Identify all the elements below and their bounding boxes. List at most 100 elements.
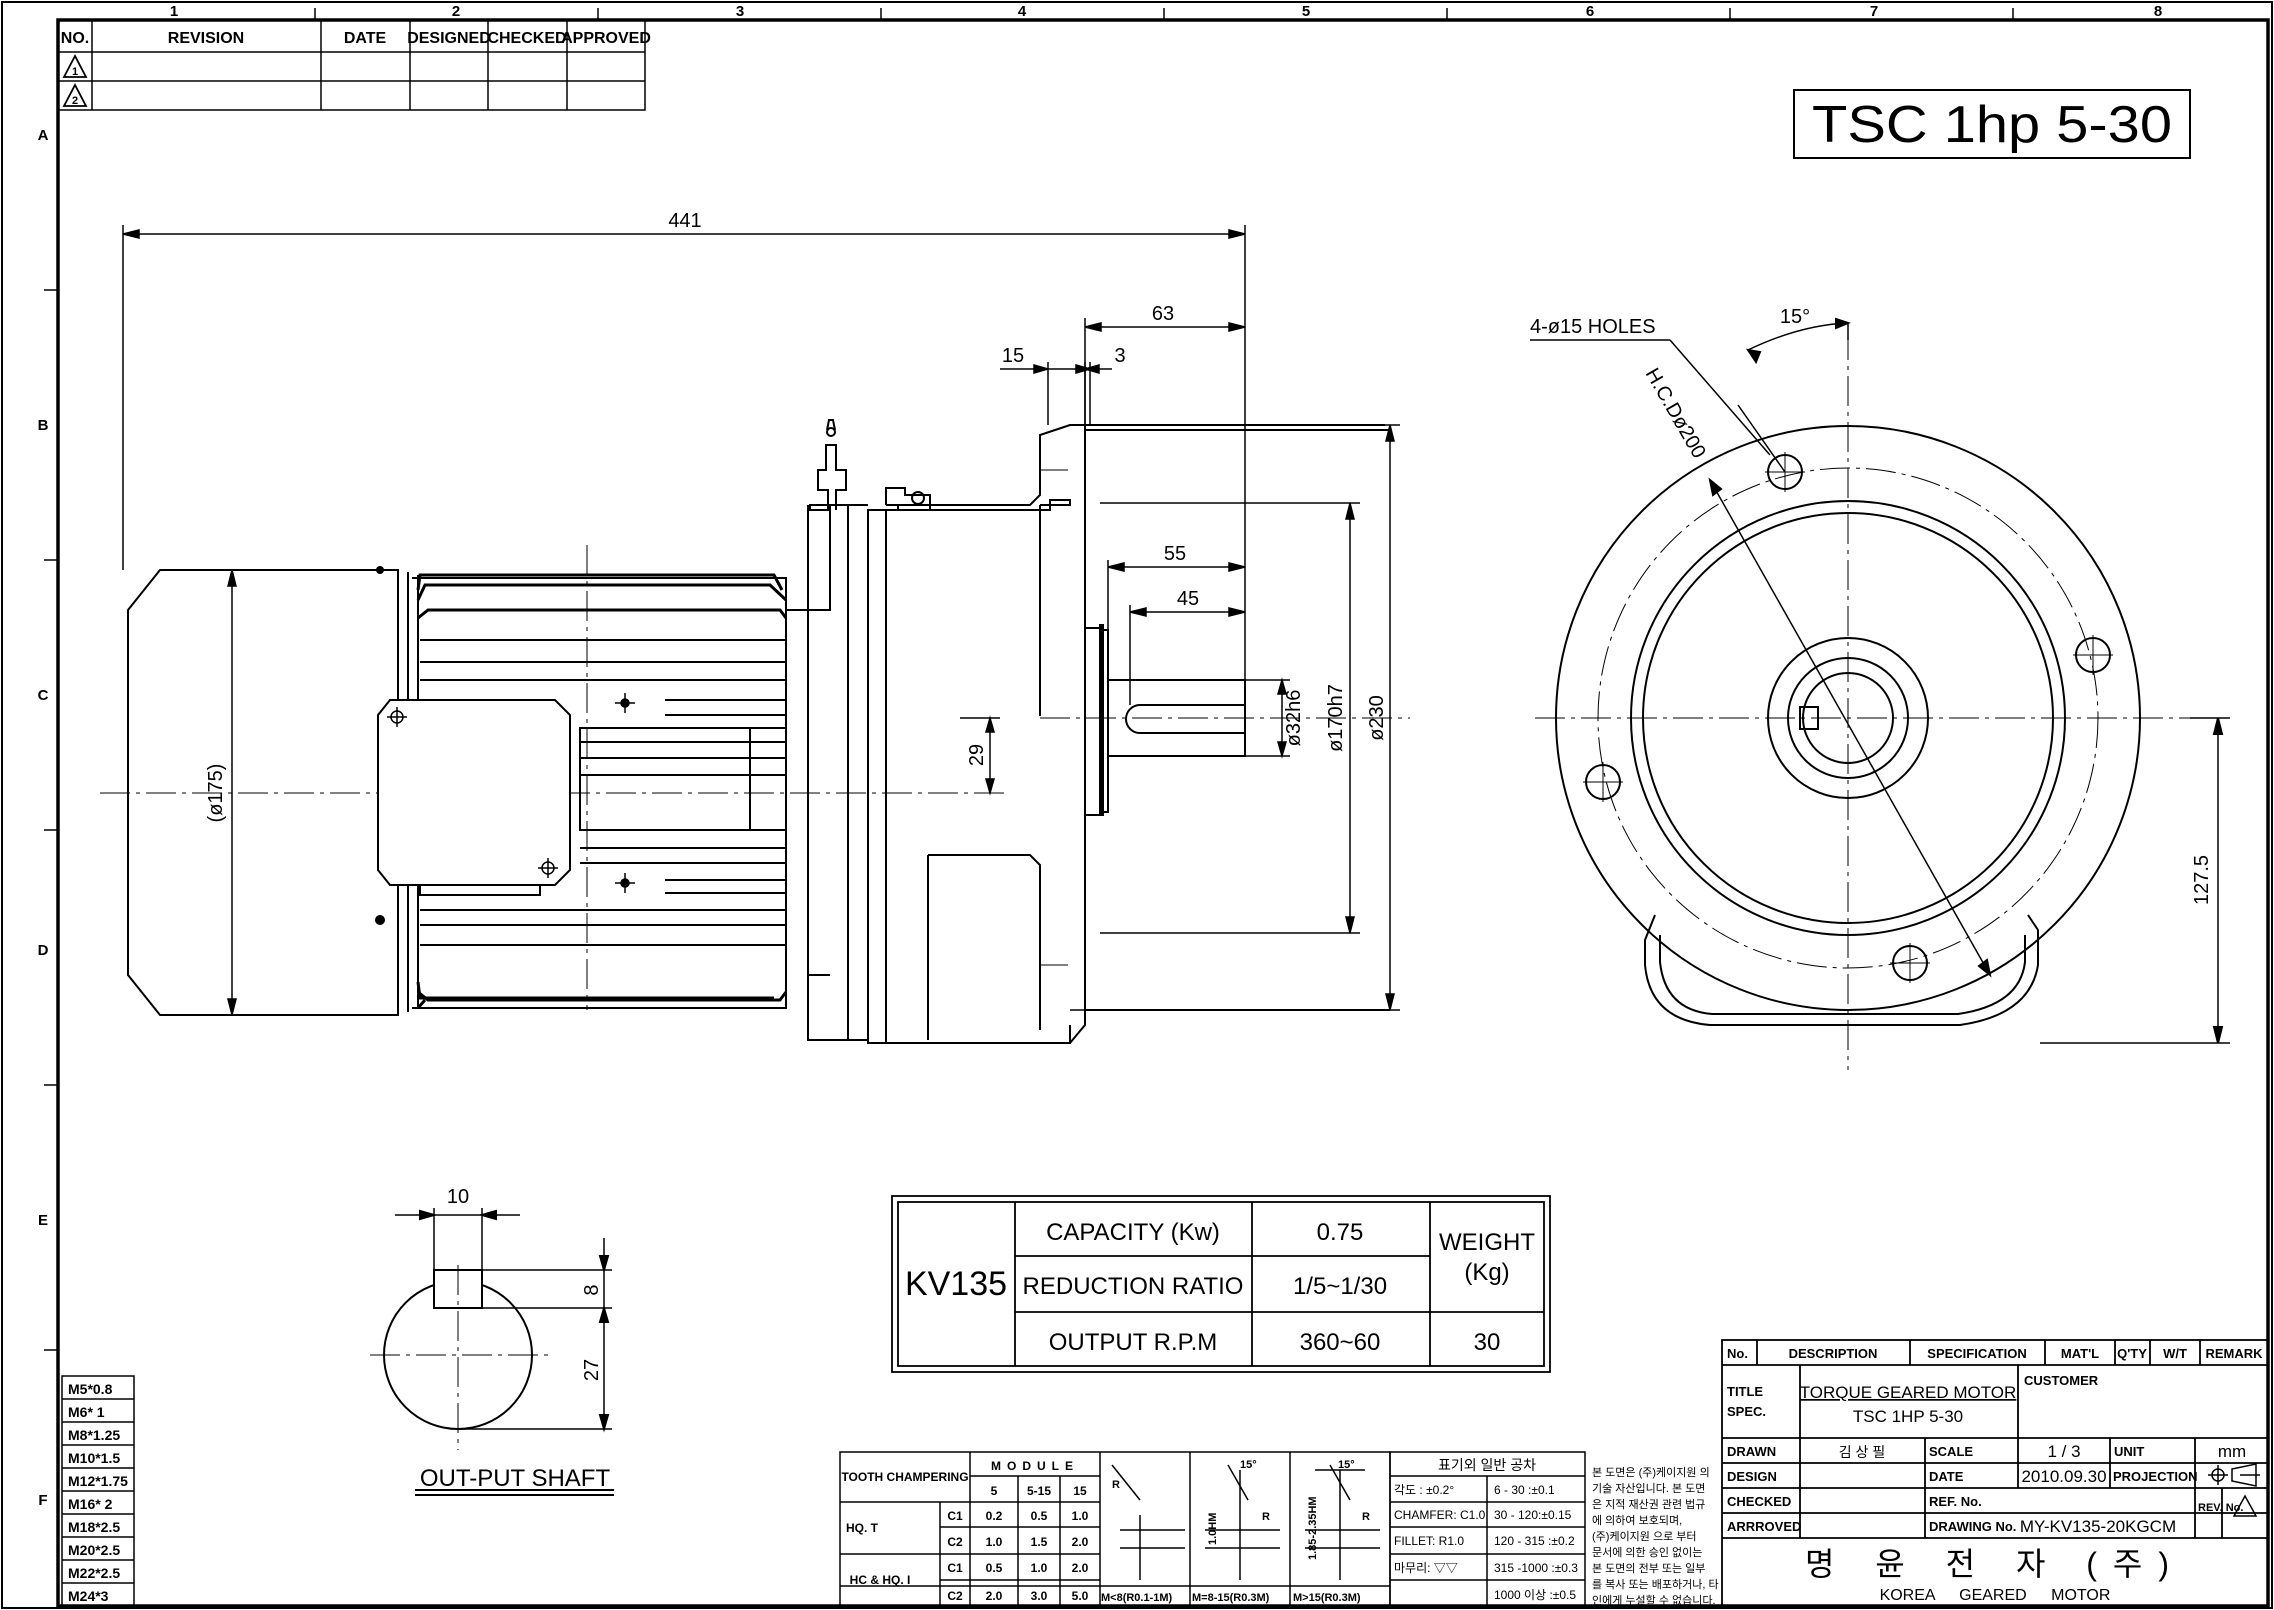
spec-label-capacity: CAPACITY (Kw) (1046, 1219, 1220, 1246)
tolerance-left: 마무리: ▽▽ (1394, 1561, 1458, 1575)
tolerance-right: 120 - 315 :±0.2 (1494, 1534, 1575, 1548)
thread-table: M5*0.8 M6* 1 M8*1.25 M10*1.5 M12*1.75 M1… (61, 1375, 135, 1607)
dim-29: 29 (966, 744, 988, 766)
tb-projection-label: PROJECTION (2113, 1469, 2198, 1484)
col-label: 4 (1018, 3, 1027, 20)
tb-date-value: 2010.09.30 (2021, 1467, 2106, 1486)
tb-date-label: DATE (1929, 1469, 1964, 1484)
revision-table: NO. REVISION DATE DESIGNED CHECKED APPRO… (57, 19, 651, 111)
weight-label: WEIGHT (1439, 1229, 1535, 1256)
weight-value: 30 (1474, 1329, 1501, 1356)
copyright-notice: 본 도면은 (주)케이지원 의 기술 자산입니다. 본 도면 은 지적 재산권 … (1592, 1466, 1719, 1607)
dim-15: 15 (1002, 345, 1024, 367)
spec-model: KV135 (905, 1265, 1007, 1303)
sketch-text: R (1262, 1511, 1270, 1523)
notice-line: 본 도면의 전부 또는 일부 (1592, 1561, 1705, 1575)
tb-approved-label: ARRROVED (1727, 1519, 1801, 1534)
dim-27: 27 (581, 1359, 603, 1381)
spec-value-rpm: 360~60 (1300, 1329, 1381, 1356)
tb-header: MAT'L (2061, 1346, 2099, 1361)
angle-label: 15° (1780, 306, 1810, 328)
weight-unit: (Kg) (1464, 1259, 1509, 1286)
sketch-text: R (1112, 1479, 1120, 1491)
shaft-view-labels: 10 8 27 OUT-PUT SHAFT (420, 1186, 611, 1492)
height-label: 127.5 (2191, 855, 2213, 905)
group-v: 0.5 (1031, 1509, 1048, 1523)
group-name: HC & HQ. I (850, 1573, 911, 1587)
sketch-label: M<8(R0.1-1M) (1101, 1592, 1173, 1604)
tolerance-left: 각도 : ±0.2° (1394, 1483, 1454, 1497)
notice-line: 인에게 누설할 수 없습니다. (1592, 1594, 1716, 1607)
tolerance-title: 표기외 일반 공차 (1438, 1457, 1536, 1473)
tb-header: No. (1727, 1346, 1748, 1361)
sketch-label: M>15(R0.3M) (1293, 1592, 1361, 1604)
tb-drawing-value: MY-KV135-20KGCM (2020, 1517, 2176, 1536)
group-v: 2.0 (986, 1589, 1003, 1603)
company-name-kr: 명 윤 전 자 (주) (1805, 1546, 2185, 1582)
module-col: 5-15 (1027, 1484, 1051, 1498)
rev-header-checked: CHECKED (487, 30, 566, 47)
tb-unit-label: UNIT (2114, 1444, 2144, 1459)
dim-45: 45 (1177, 588, 1199, 610)
group-v: 1.0 (1031, 1561, 1048, 1575)
tb-header: SPECIFICATION (1927, 1346, 2026, 1361)
dim-55: 55 (1164, 543, 1186, 565)
thread-item: M10*1.5 (68, 1450, 120, 1466)
tooth-title: TOOTH CHAMPERING (841, 1470, 968, 1484)
rev-header-date: DATE (344, 30, 387, 47)
sketch-text: 1.85-2.35HM (1307, 1496, 1319, 1560)
tb-customer-label: CUSTOMER (2024, 1373, 2099, 1388)
dim-441: 441 (668, 210, 701, 232)
holes-label: 4-ø15 HOLES (1530, 316, 1656, 338)
dim-phi230: ø230 (1366, 695, 1388, 741)
notice-line: 은 지적 재산권 관련 법규 (1592, 1498, 1705, 1511)
frame-column-labels: 1 2 3 4 5 6 7 8 (170, 3, 2162, 20)
group-v: 1.0 (986, 1535, 1003, 1549)
thread-item: M16* 2 (68, 1496, 113, 1512)
thread-item: M22*2.5 (68, 1565, 120, 1581)
rev-header-no: NO. (61, 30, 89, 47)
tolerance-right: 315 -1000 :±0.3 (1494, 1561, 1578, 1575)
tolerance-right: 1000 이상 :±0.5 (1494, 1588, 1576, 1602)
rev-header-designed: DESIGNED (407, 30, 491, 47)
spec-label-ratio: REDUCTION RATIO (1023, 1273, 1244, 1300)
row-label: D (38, 942, 49, 959)
rev-row-2: 2 (72, 95, 78, 107)
col-label: 2 (452, 3, 460, 20)
group-v: 1.5 (1031, 1535, 1048, 1549)
col-label: 8 (2154, 3, 2162, 20)
tolerance-left: CHAMFER: C1.0 (1394, 1508, 1486, 1522)
tb-ref-label: REF. No. (1929, 1494, 1982, 1509)
group-v: 1.0 (1072, 1509, 1089, 1523)
notice-line: 문서에 의한 승인 없이는 (1592, 1546, 1702, 1559)
sketch-text: R (1362, 1511, 1370, 1523)
tb-rev-label: REV. No. (2198, 1502, 2243, 1514)
group-v: 0.2 (986, 1509, 1003, 1523)
spec-label-rpm: OUTPUT R.P.M (1049, 1329, 1217, 1356)
spec-value-ratio: 1/5~1/30 (1293, 1273, 1387, 1300)
group-v: 2.0 (1072, 1561, 1089, 1575)
module-col: 5 (991, 1484, 998, 1498)
col-label: 1 (170, 3, 178, 20)
model-title-box: TSC 1hp 5-30 (1793, 89, 2191, 159)
tb-scale-label: SCALE (1929, 1444, 1973, 1459)
tooth-chamfering-table: TOOTH CHAMPERING MODULE 5 5-15 15 HQ. T … (839, 1451, 1391, 1607)
thread-item: M18*2.5 (68, 1519, 120, 1535)
notice-line: (주)케이지원 으로 부터 (1592, 1530, 1697, 1543)
tb-header: REMARK (2205, 1346, 2263, 1361)
row-label: E (38, 1212, 48, 1229)
title-block: No. DESCRIPTION SPECIFICATION MAT'L Q'TY… (1721, 1339, 2269, 1607)
thread-item: M20*2.5 (68, 1542, 120, 1558)
col-label: 7 (1870, 3, 1878, 20)
frame-row-labels: A B C D E F (38, 127, 49, 1509)
group-v: 3.0 (1031, 1589, 1048, 1603)
thread-item: M24*3 (68, 1588, 109, 1604)
tolerance-right: 6 - 30 :±0.1 (1494, 1483, 1555, 1497)
tb-checked-label: CHECKED (1727, 1494, 1791, 1509)
module-col: 15 (1073, 1484, 1087, 1498)
tb-header: DESCRIPTION (1789, 1346, 1878, 1361)
side-view-dimension-labels: 441 63 15 3 55 45 29 (ø175) ø32h6 ø170h7… (205, 210, 1388, 822)
company-name-en: KOREA GEARED MOTOR (1880, 1587, 2111, 1604)
frame-grid-ticks (44, 8, 2014, 1351)
